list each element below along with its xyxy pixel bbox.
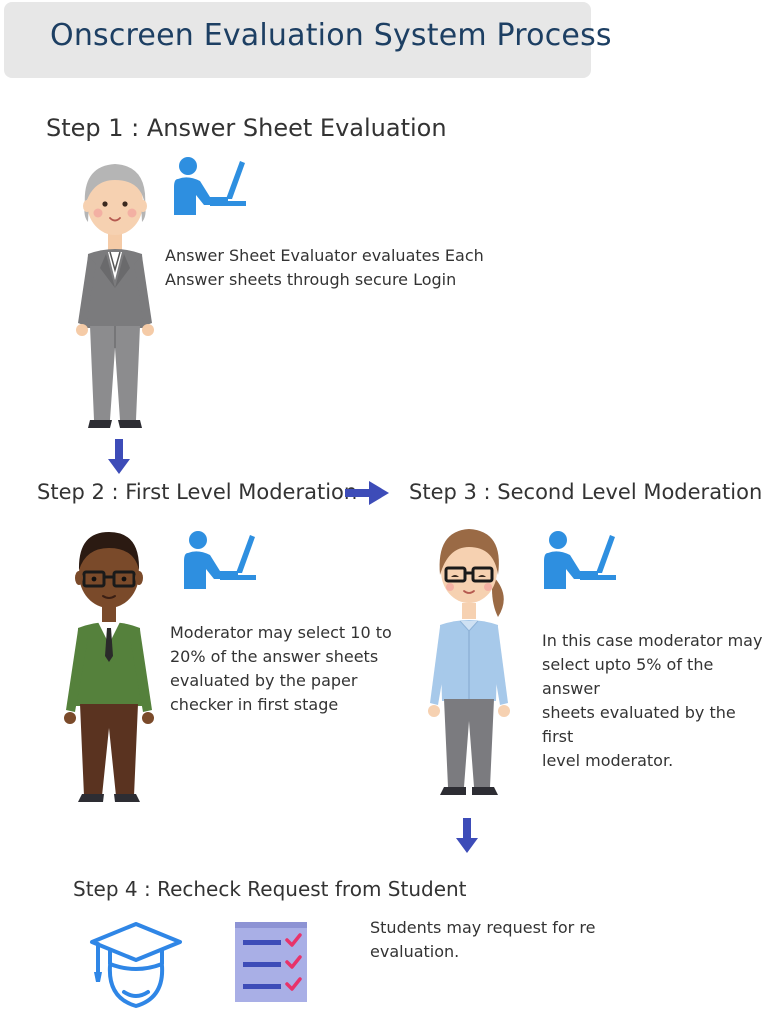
arrow-down-1: [108, 439, 130, 474]
moderator-man: [64, 532, 154, 802]
step-4-description: Students may request for re evaluation.: [370, 918, 596, 961]
step-2-title: Step 2 : First Level Moderation: [37, 480, 358, 504]
checklist-icon: [235, 922, 307, 1002]
computer-user-icon: [184, 531, 256, 589]
step-3-title: Step 3 : Second Level Moderation: [409, 480, 763, 504]
arrow-right: [345, 481, 389, 505]
step-2-description: Moderator may select 10 to 20% of the an…: [170, 623, 392, 714]
page-title: Onscreen Evaluation System Process: [50, 18, 612, 53]
computer-user-icon: [544, 531, 616, 589]
arrow-down-2: [456, 818, 478, 853]
step-4-title: Step 4 : Recheck Request from Student: [73, 877, 467, 901]
computer-user-icon: [174, 157, 246, 215]
moderator-woman: [428, 529, 510, 795]
title-banner: [4, 2, 591, 78]
step-1-title: Step 1 : Answer Sheet Evaluation: [46, 114, 447, 142]
evaluator-person: [76, 164, 154, 428]
graduate-student-icon: [90, 922, 182, 1008]
step-3-description: In this case moderator may select upto 5…: [542, 631, 763, 770]
step-1-description: Answer Sheet Evaluator evaluates Each An…: [165, 246, 484, 289]
